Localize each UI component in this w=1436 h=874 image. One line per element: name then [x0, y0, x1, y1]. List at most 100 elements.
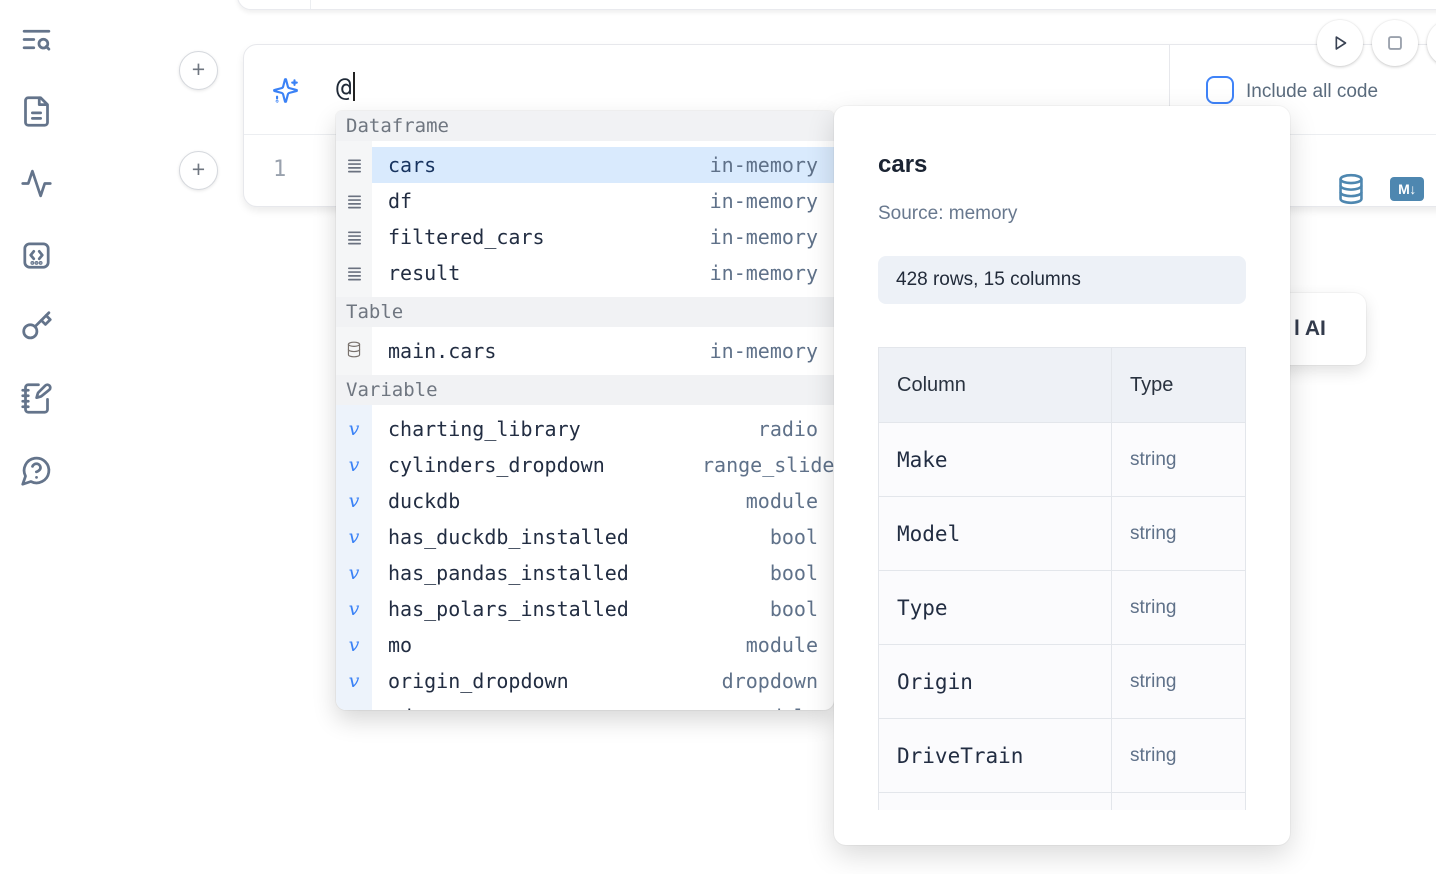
completion-item-name: duckdb — [388, 489, 461, 513]
preview-shape-badge: 428 rows, 15 columns — [878, 256, 1246, 304]
schema-row: Origin string — [879, 644, 1245, 718]
prompt-right-divider — [1169, 45, 1170, 134]
completion-item-name: has_polars_installed — [388, 597, 629, 621]
section-header-variable: Variable — [336, 375, 834, 405]
preview-source: Source: memory — [878, 203, 1018, 224]
previous-cell-edge — [237, 0, 1436, 10]
section-header-dataframe: Dataframe — [336, 111, 834, 141]
column-header: Column — [897, 373, 966, 396]
variable-icon: v — [348, 454, 360, 476]
convert-to-markdown-button[interactable]: M↓ — [1390, 177, 1424, 201]
icon-gutter — [336, 405, 372, 710]
ai-prompt-input[interactable]: @ — [336, 72, 355, 103]
completion-item-type: range_slider — [702, 453, 834, 477]
dataframe-icon — [336, 228, 372, 247]
add-cell-button-bottom[interactable]: + — [179, 151, 218, 190]
convert-to-sql-button[interactable] — [1336, 173, 1366, 205]
variable-icon: v — [348, 526, 360, 548]
completion-item-name: mo — [388, 633, 413, 657]
completion-item-name: cars — [388, 153, 437, 177]
ai-sparkles-icon — [272, 77, 299, 104]
schema-row: DriveTrain string — [879, 718, 1245, 792]
schema-row: Make string — [879, 422, 1245, 496]
variable-icon: v — [348, 670, 360, 692]
completion-item-name: result — [388, 261, 461, 285]
key-icon[interactable] — [17, 307, 55, 345]
dataframe-icon — [336, 264, 372, 283]
schema-column-name: Type — [897, 595, 948, 620]
completion-item-has_polars_installed[interactable]: v has_polars_installed bool — [336, 591, 834, 627]
dataframe-preview-panel: cars Source: memory 428 rows, 15 columns… — [834, 106, 1290, 845]
schema-row: Model string — [879, 496, 1245, 570]
section-header-table: Table — [336, 297, 834, 327]
completion-item-name: origin_dropdown — [388, 669, 569, 693]
completion-item-type: bool — [769, 525, 818, 549]
schema-column-type: string — [1130, 448, 1177, 470]
completion-item-main.cars[interactable]: main.cars in-memory — [336, 333, 834, 369]
schema-column-type: string — [1130, 522, 1177, 544]
completion-item-type: in-memory — [709, 261, 818, 285]
text-cursor — [352, 72, 355, 101]
dataframe-icon — [336, 192, 372, 211]
schema-column-type: string — [1130, 596, 1177, 618]
schema-column-type: string — [1130, 670, 1177, 692]
completion-item-charting_library[interactable]: v charting_library radio — [336, 411, 834, 447]
extra-control-button[interactable] — [1427, 20, 1436, 66]
include-all-code-checkbox[interactable] — [1206, 76, 1234, 104]
schema-column-type: string — [1130, 744, 1177, 766]
completion-item-name: has_duckdb_installed — [388, 525, 629, 549]
schema-row: Type string — [879, 570, 1245, 644]
completion-item-type: module — [702, 705, 818, 710]
include-all-code-label: Include all code — [1246, 81, 1379, 102]
completion-item-type: bool — [769, 561, 818, 585]
variable-icon: v — [348, 598, 360, 620]
completion-item-type: radio — [757, 417, 818, 441]
toc-search-icon[interactable] — [17, 20, 55, 58]
ai-button-label: l AI — [1294, 317, 1326, 340]
completion-item-type: bool — [769, 597, 818, 621]
completion-item-name: charting_library — [388, 417, 581, 441]
activity-icon[interactable] — [17, 164, 55, 202]
dataframe-icon — [336, 156, 372, 175]
code-block-icon[interactable] — [17, 236, 55, 274]
sidebar — [0, 0, 70, 874]
variable-icon: v — [348, 418, 360, 440]
completion-item-name: cylinders_dropdown — [388, 453, 605, 477]
schema-column-name: Make — [897, 447, 948, 472]
run-cell-button[interactable] — [1317, 20, 1363, 66]
completion-item-has_duckdb_installed[interactable]: v has_duckdb_installed bool — [336, 519, 834, 555]
line-number: 1 — [273, 157, 287, 182]
completion-item-name: main.cars — [388, 339, 497, 363]
completion-item-type: in-memory — [709, 189, 818, 213]
completion-item-type: in-memory — [709, 225, 818, 249]
completion-item-name: filtered_cars — [388, 225, 545, 249]
schema-column-name: Model — [897, 521, 961, 546]
completion-item-has_pandas_installed[interactable]: v has_pandas_installed bool — [336, 555, 834, 591]
variable-icon: v — [336, 706, 372, 710]
completion-item-result[interactable]: result in-memory — [336, 255, 834, 291]
schema-column-name: DriveTrain — [897, 743, 1024, 768]
schema-column-name: Origin — [897, 669, 973, 694]
add-cell-button-top[interactable]: + — [179, 51, 218, 90]
document-icon[interactable] — [17, 92, 55, 130]
variable-icon: v — [348, 634, 360, 656]
variable-icon: v — [348, 490, 360, 512]
database-icon — [336, 339, 372, 363]
stop-button[interactable] — [1372, 20, 1418, 66]
completion-item-name: has_pandas_installed — [388, 561, 629, 585]
completion-item-pd[interactable]: vpdmodule — [336, 699, 834, 710]
variable-icon: v — [348, 562, 360, 584]
help-chat-icon[interactable] — [17, 451, 55, 489]
completion-item-filtered_cars[interactable]: filtered_cars in-memory — [336, 219, 834, 255]
scratchpad-icon[interactable] — [17, 379, 55, 417]
completion-item-cylinders_dropdown[interactable]: v cylinders_dropdown range_slider — [336, 447, 834, 483]
completion-item-type: in-memory — [709, 339, 818, 363]
